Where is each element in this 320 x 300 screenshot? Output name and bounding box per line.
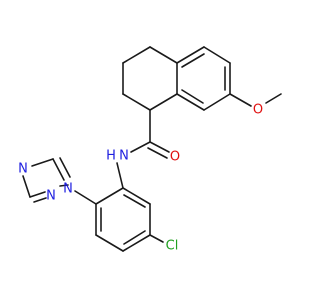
- bond: [95, 234, 124, 252]
- bond: [181, 89, 204, 104]
- bond: [149, 93, 178, 111]
- bond: [149, 46, 178, 64]
- bond: [149, 141, 170, 153]
- triazole-n1-label: N: [63, 182, 73, 197]
- methoxy-oxygen-label: O: [253, 103, 263, 118]
- carbonyl-oxygen-label: O: [170, 150, 180, 165]
- bond: [147, 147, 168, 159]
- bond: [122, 187, 151, 205]
- bond: [203, 93, 231, 111]
- bond: [203, 46, 231, 64]
- bond: [52, 158, 65, 181]
- amide-hydrogen-label: H: [106, 149, 116, 164]
- structure-diagram: O O N H N N N Cl: [18, 46, 282, 254]
- bond: [123, 230, 146, 245]
- atom-labels: O O N H N N N Cl: [18, 103, 263, 254]
- bond: [265, 93, 282, 104]
- amide-nitrogen-label: N: [119, 149, 129, 164]
- triazole-n2-label: N: [46, 189, 56, 204]
- bond: [59, 157, 71, 178]
- amide-nh-label: N H: [106, 149, 129, 164]
- bond: [181, 53, 205, 68]
- bond: [59, 184, 69, 187]
- triazole-n4-label: N: [18, 162, 28, 177]
- bond: [116, 162, 124, 189]
- bond: [22, 175, 31, 198]
- bond: [122, 234, 151, 252]
- bonds: [22, 46, 282, 252]
- bond: [123, 194, 146, 208]
- bond: [33, 197, 47, 203]
- bond: [122, 93, 151, 111]
- bond: [229, 93, 252, 107]
- bond: [122, 46, 151, 64]
- bond: [176, 93, 205, 111]
- bond: [149, 234, 164, 243]
- bond: [176, 46, 205, 64]
- bond: [31, 158, 54, 167]
- bond: [95, 187, 124, 205]
- bond: [29, 191, 46, 198]
- bond: [74, 190, 97, 205]
- bond: [130, 141, 151, 153]
- chlorine-label: Cl: [166, 239, 179, 254]
